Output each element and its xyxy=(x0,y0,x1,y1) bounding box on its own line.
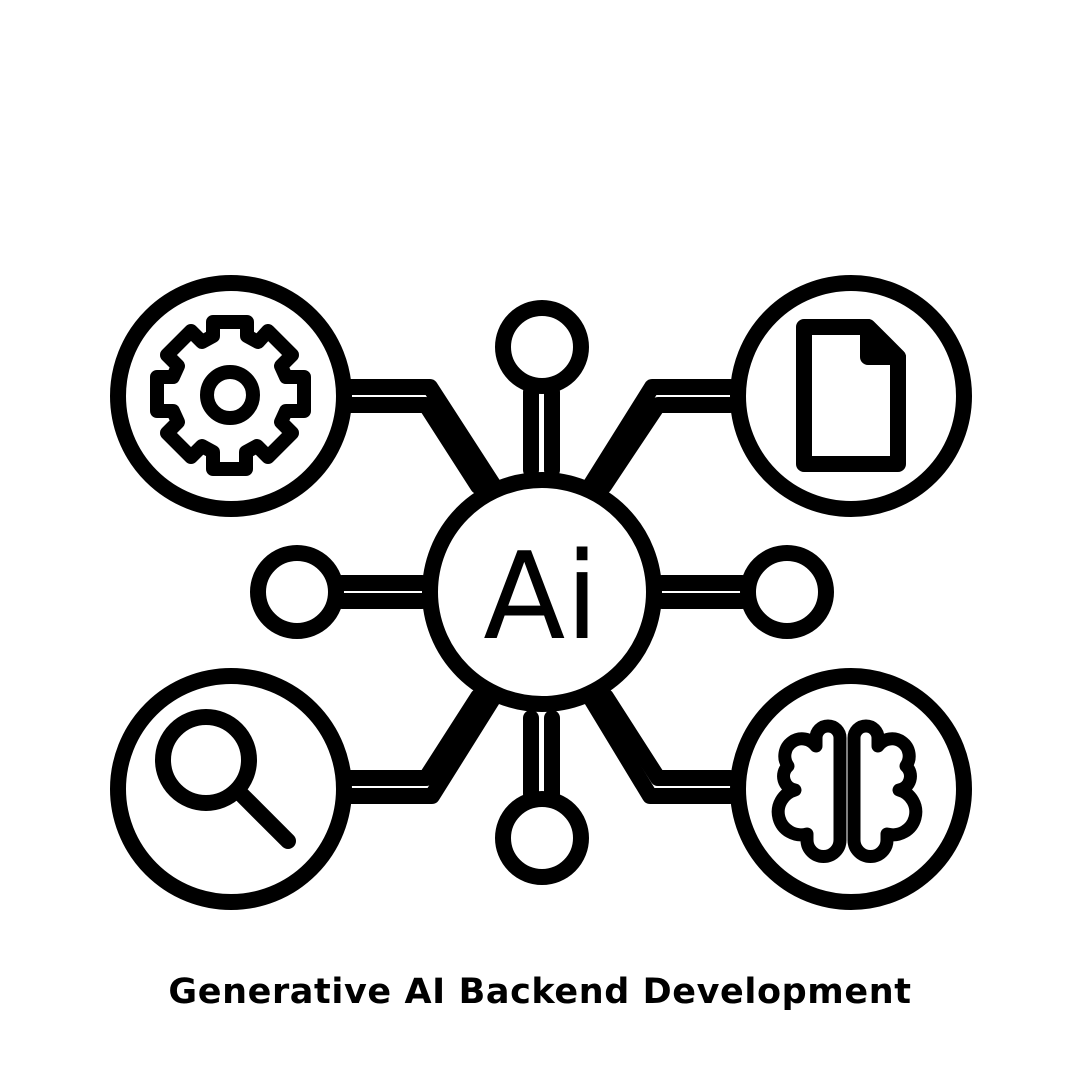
document-node xyxy=(730,275,972,517)
connector-top xyxy=(523,384,560,478)
connector-gear xyxy=(342,379,502,494)
center-circle xyxy=(422,472,662,712)
magnifier-icon xyxy=(155,709,296,849)
connector-document xyxy=(582,379,738,494)
connector-brain xyxy=(582,689,738,804)
connector-left xyxy=(334,575,430,609)
gear-icon xyxy=(150,315,311,476)
connector-right xyxy=(654,575,750,609)
connector-bottom xyxy=(523,710,560,802)
document-icon xyxy=(796,319,906,472)
small-node-left xyxy=(250,545,344,639)
ai-label: Ai xyxy=(483,528,598,667)
brain-icon xyxy=(771,719,923,863)
small-node-bottom xyxy=(495,791,589,885)
small-node-top xyxy=(495,300,589,394)
diagram-caption: Generative AI Backend Development xyxy=(168,972,912,1012)
small-node-right xyxy=(740,545,834,639)
connector-search xyxy=(342,689,502,804)
